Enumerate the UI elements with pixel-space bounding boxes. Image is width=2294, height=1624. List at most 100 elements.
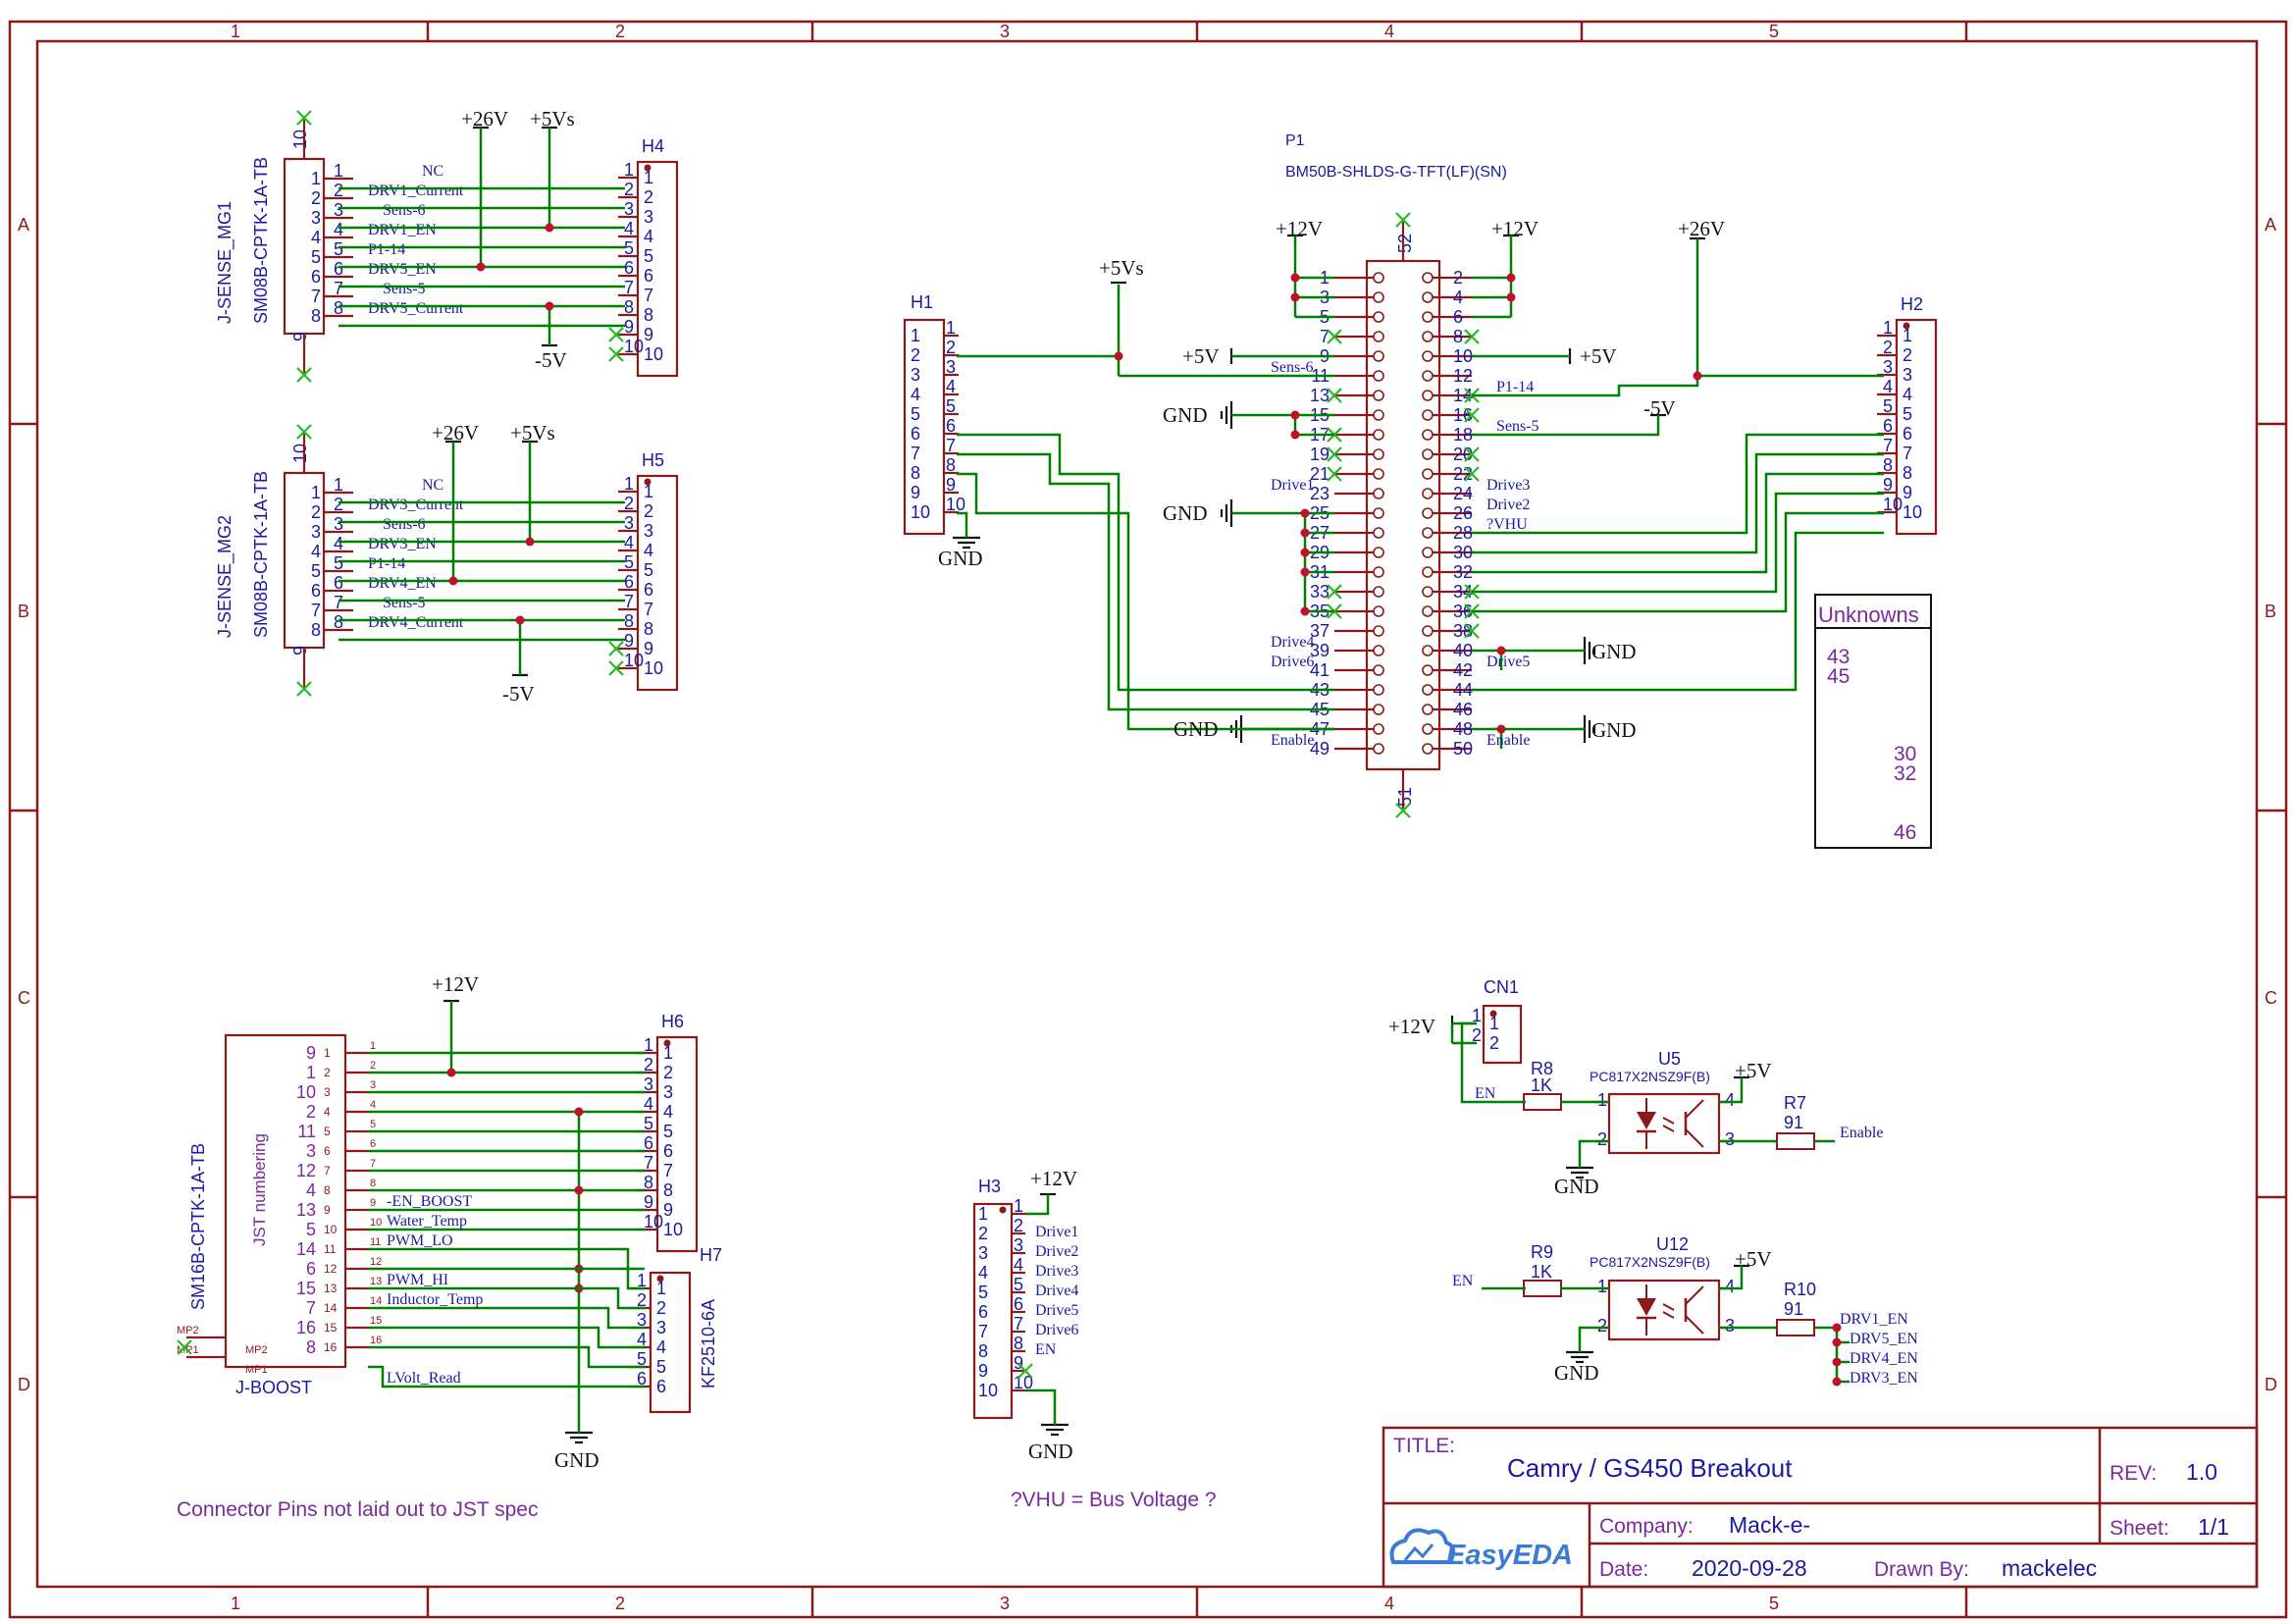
h1-pin-in: 5 xyxy=(911,404,920,424)
boost-gnd: GND xyxy=(554,1448,600,1472)
boost-pin-in: 5 xyxy=(324,1125,331,1138)
h2-pin-out: 6 xyxy=(1883,416,1893,436)
mg2-net: DRV4_Current xyxy=(368,614,464,631)
mg2-ref: J-SENSE_MG2 xyxy=(215,515,235,638)
easyeda-logo-text: EasyEDA xyxy=(1446,1540,1573,1571)
r8-val: 1K xyxy=(1531,1075,1552,1095)
p1-pin-right: 34 xyxy=(1453,582,1473,602)
h2-pin-in: 7 xyxy=(1903,444,1912,463)
no-connect-mark xyxy=(1327,584,1342,600)
h2-pin-in: 1 xyxy=(1903,326,1912,345)
mg1-pin9: 9 xyxy=(290,332,310,341)
h1-pin-in: 4 xyxy=(911,385,920,404)
mg1-net: DRV5_EN xyxy=(368,261,437,278)
h6-pin-in: 1 xyxy=(663,1043,673,1063)
static-wiring xyxy=(339,128,1884,1433)
sense-power xyxy=(445,126,557,677)
p1-p5r: +5V xyxy=(1580,344,1617,368)
mg2-net: Sens-5 xyxy=(383,595,426,611)
mg1-pin-in: 4 xyxy=(311,228,321,247)
grid-row-left: A xyxy=(18,215,29,235)
boost-mp2-in: MP2 xyxy=(245,1344,268,1356)
h1-pin-out: 3 xyxy=(946,357,956,377)
boost-jst-num: 4 xyxy=(306,1180,316,1200)
net-drive3: Drive3 xyxy=(1486,477,1530,494)
p1-pin-right: 26 xyxy=(1453,503,1473,523)
h5-pin-in: 4 xyxy=(644,541,653,560)
opto-labels: CN1 +12V EN R8 1K U5 PC817X2NSZ9F(B) +5V… xyxy=(1388,977,1918,1387)
mg2-pin-out: 7 xyxy=(334,593,343,612)
h7-pin-in: 3 xyxy=(656,1318,666,1337)
boost-jst-num: 6 xyxy=(306,1259,316,1279)
mg1-pin-out: 4 xyxy=(334,220,343,239)
h2-pin-out: 4 xyxy=(1883,377,1893,396)
p1-pin-right: 4 xyxy=(1453,288,1463,307)
h5-pin-out: 6 xyxy=(624,572,634,592)
boost-jst-num: 3 xyxy=(306,1141,316,1161)
boost-pin-in: 12 xyxy=(324,1262,338,1276)
mg2-pin-out: 2 xyxy=(334,495,343,514)
h4-pin-in: 7 xyxy=(644,286,653,305)
h5-ref: H5 xyxy=(642,450,664,470)
h1-pin-out: 8 xyxy=(946,455,956,475)
h6-pin-out: 7 xyxy=(644,1153,653,1173)
company-label: Company: xyxy=(1599,1515,1694,1538)
mg1-net: P1-14 xyxy=(368,241,405,258)
mg1-pin-in: 2 xyxy=(311,188,321,208)
h2-pin-in: 3 xyxy=(1903,365,1912,385)
p1-gnd3: GND xyxy=(1173,717,1219,741)
boost-pin-out: 1 xyxy=(370,1040,376,1052)
mg1-part: SM08B-CPTK-1A-TB xyxy=(251,157,271,324)
h2-pin-out: 9 xyxy=(1883,475,1893,495)
net-drive4: Drive4 xyxy=(1271,634,1314,651)
p1-pin-right: 20 xyxy=(1453,445,1473,464)
h2-pin-in: 2 xyxy=(1903,345,1912,365)
u12-out-3: DRV4_EN xyxy=(1850,1350,1918,1367)
h2-pin-out: 3 xyxy=(1883,357,1893,377)
mg2-body xyxy=(283,471,326,650)
r9-val: 1K xyxy=(1531,1262,1552,1282)
h4-pin-out: 6 xyxy=(624,258,634,278)
h6-pin-out: 5 xyxy=(644,1114,653,1133)
mg2-m5: -5V xyxy=(502,682,535,706)
p1-pin-right: 40 xyxy=(1453,641,1473,660)
h5-pin-out: 7 xyxy=(624,592,634,611)
p1-pin51: 51 xyxy=(1395,787,1415,807)
h7-ref: H7 xyxy=(700,1245,722,1265)
h1-pin-in: 2 xyxy=(911,345,920,365)
h5-pin-out: 5 xyxy=(624,552,634,572)
h4-pin-out: 7 xyxy=(624,278,634,297)
h4-pin-out: 9 xyxy=(624,317,634,337)
h2-pin-in: 9 xyxy=(1903,483,1912,502)
p1-pin-left: 37 xyxy=(1310,621,1329,641)
sheet-label: Sheet: xyxy=(2110,1517,2169,1540)
h4-pin-in: 5 xyxy=(644,246,653,266)
boost-body xyxy=(224,1033,347,1369)
u5-out: Enable xyxy=(1840,1125,1883,1141)
mg1-net: DRV1_Current xyxy=(368,183,464,199)
u5-p5: +5V xyxy=(1735,1059,1772,1082)
p1-pin-left: 21 xyxy=(1310,464,1329,484)
h6-pin-out: 1 xyxy=(644,1035,653,1055)
boost-jst-num: 16 xyxy=(296,1318,316,1337)
boost-pin-out: 3 xyxy=(370,1079,376,1091)
h1-body xyxy=(903,318,946,536)
h6-pin-in: 3 xyxy=(663,1082,673,1102)
p1-pin-right: 30 xyxy=(1453,543,1473,562)
u12-pin1: 1 xyxy=(1597,1277,1607,1296)
h5-pin-in: 9 xyxy=(644,639,653,658)
p1: 5251135791113151719212325272931333537394… xyxy=(1220,212,1705,818)
mg2-pin-in: 7 xyxy=(311,601,321,620)
h4-pin-out: 3 xyxy=(624,199,634,219)
p1-pin-right: 48 xyxy=(1453,719,1473,739)
h5-pin-out: 4 xyxy=(624,533,634,552)
no-connect-mark xyxy=(296,681,312,697)
net-drive1: Drive1 xyxy=(1271,477,1314,494)
no-connect-mark xyxy=(1327,466,1342,482)
h3-gnd: GND xyxy=(1028,1440,1073,1463)
net-p114-p1: P1-14 xyxy=(1496,379,1534,395)
